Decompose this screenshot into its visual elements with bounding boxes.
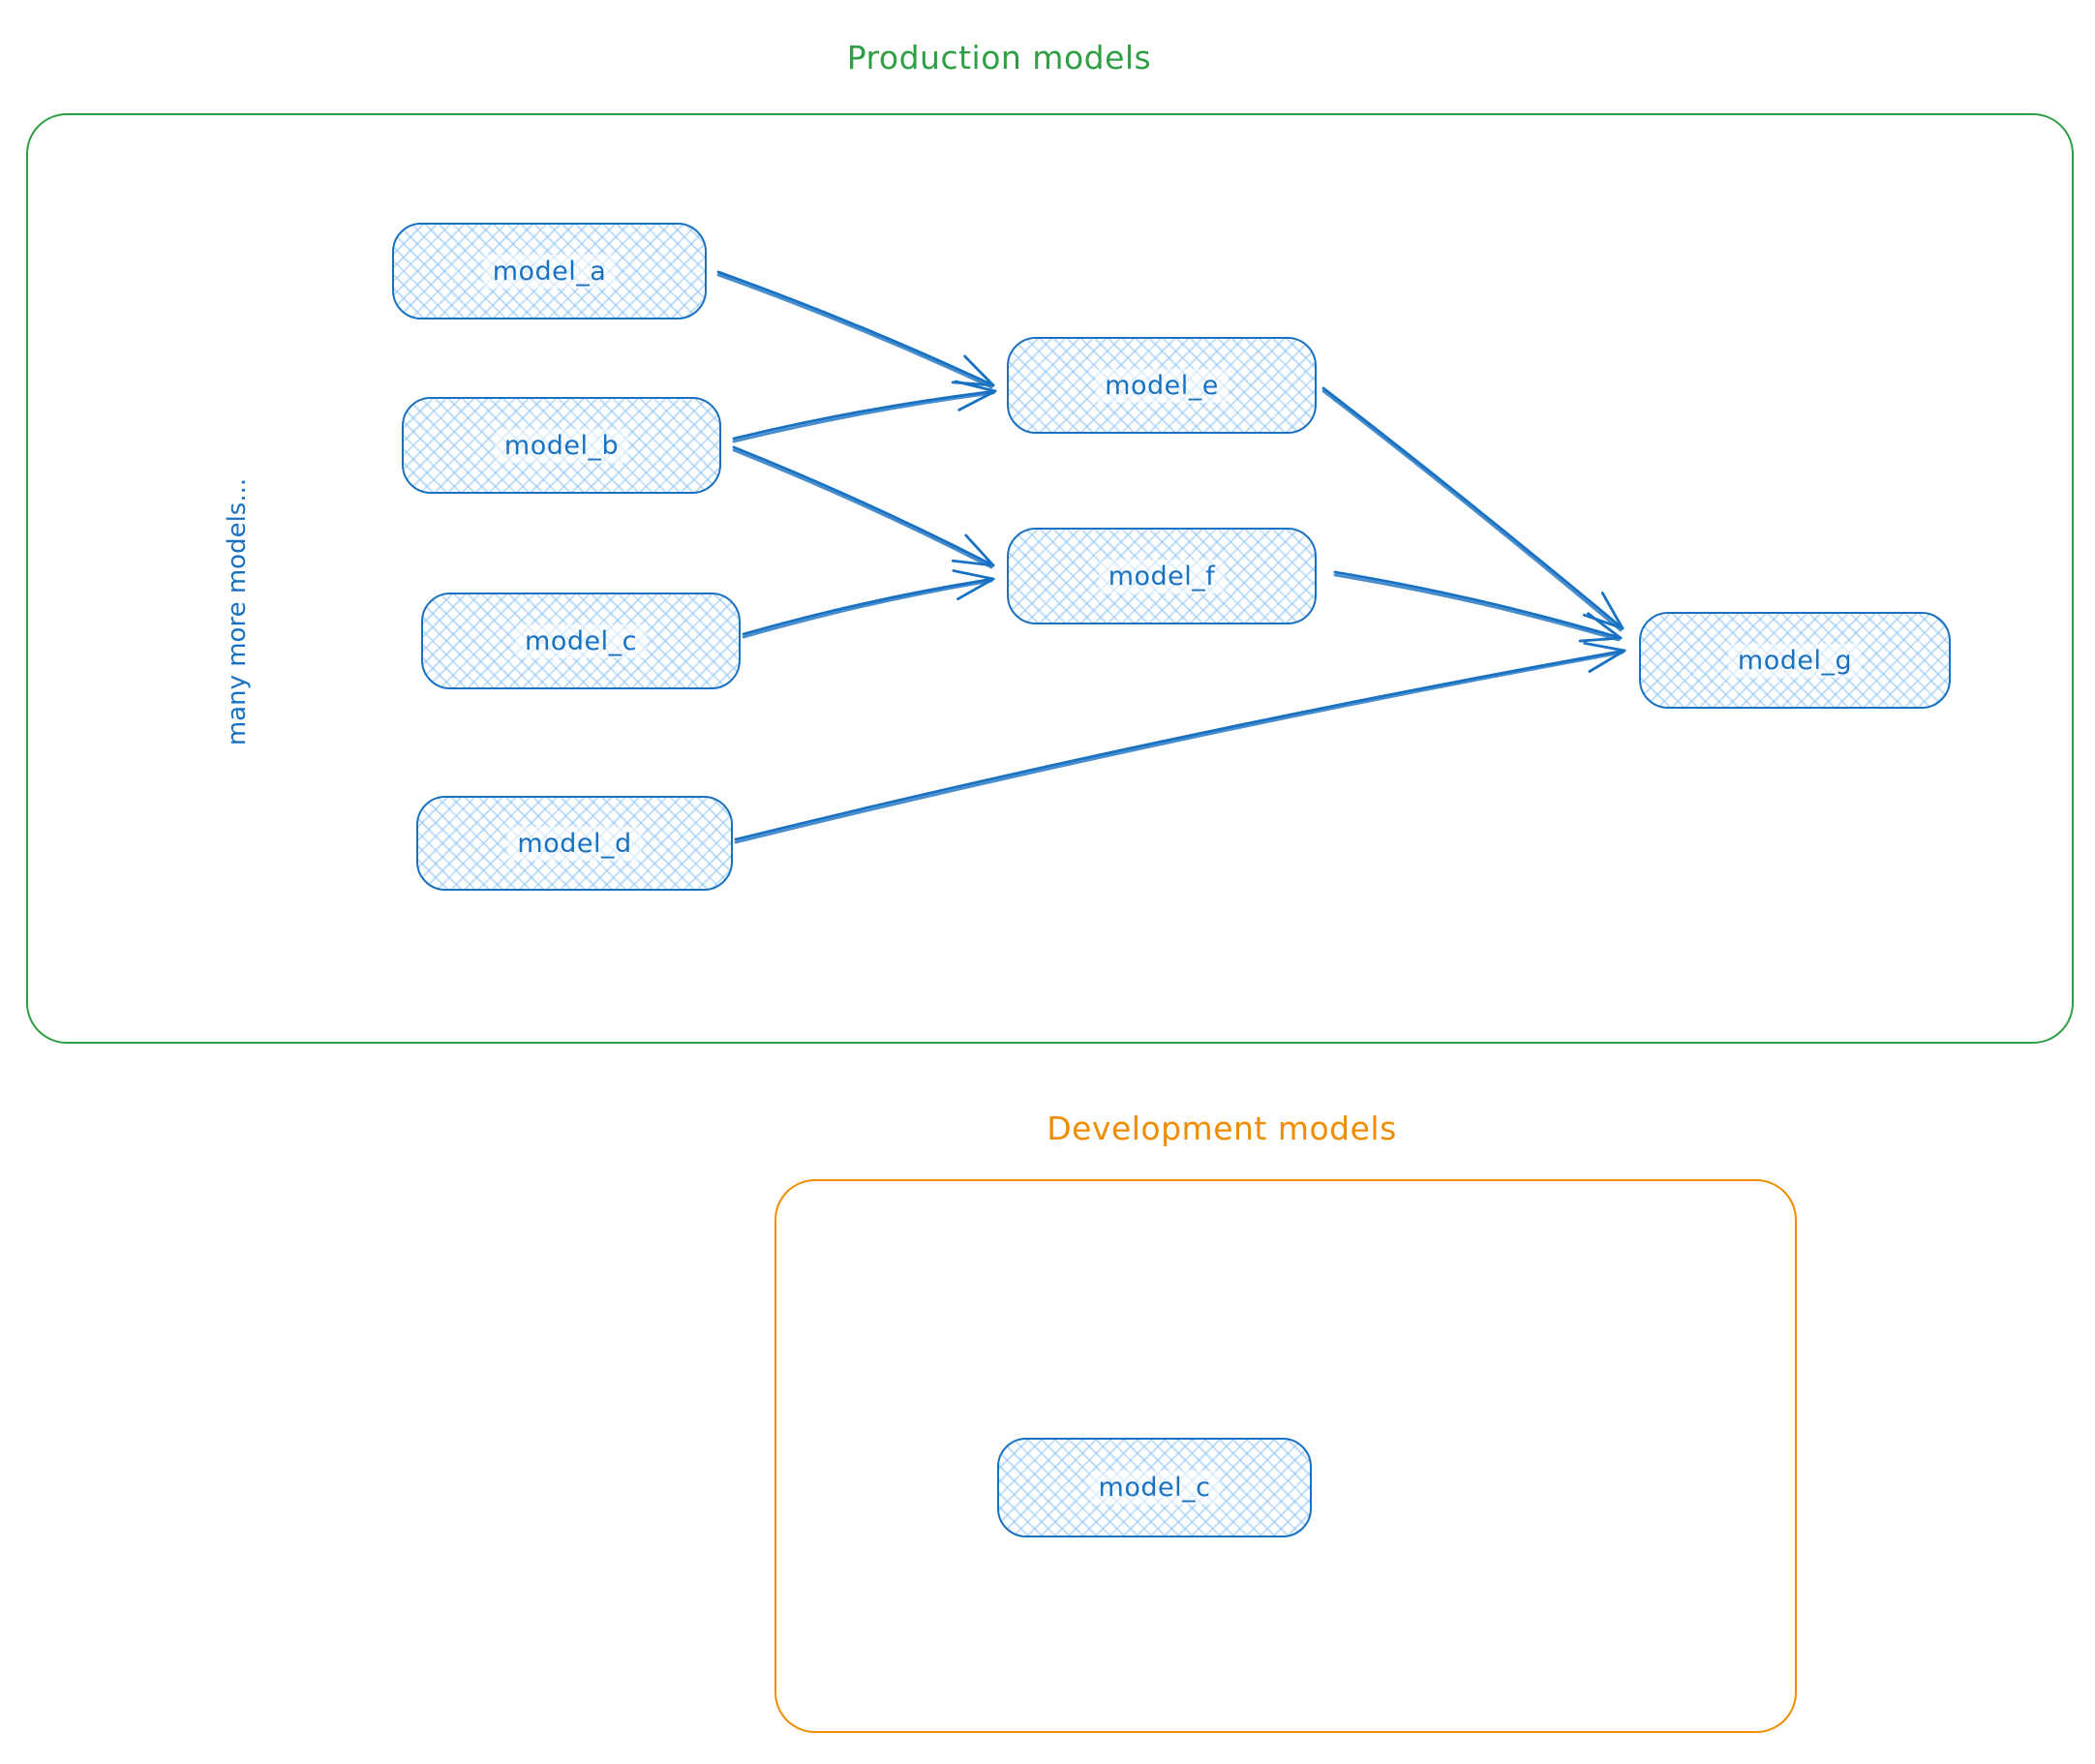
node-model-f[interactable]: model_f [1007, 528, 1317, 624]
node-model-c-dev-label: model_c [1088, 1471, 1221, 1505]
node-model-c-dev[interactable]: model_c [997, 1438, 1312, 1537]
node-model-a-label: model_a [482, 254, 617, 289]
development-group-title[interactable]: Development models [1047, 1110, 1397, 1147]
node-model-g[interactable]: model_g [1639, 612, 1951, 709]
arrow-model_b-to-model_e[interactable] [732, 380, 997, 443]
arrow-model_c-to-model_f[interactable] [742, 569, 995, 639]
node-model-d[interactable]: model_d [416, 796, 733, 891]
arrow-model_d-to-model_g[interactable] [734, 641, 1626, 844]
node-model-f-label: model_f [1098, 559, 1226, 593]
arrow-model_f-to-model_g[interactable] [1333, 570, 1623, 643]
production-group-container[interactable] [26, 113, 2074, 1044]
node-model-e[interactable]: model_e [1007, 337, 1317, 434]
arrow-model_e-to-model_g[interactable] [1321, 386, 1624, 632]
node-model-e-label: model_e [1095, 368, 1229, 403]
arrow-model_a-to-model_e[interactable] [716, 270, 995, 389]
arrow-model_b-to-model_f[interactable] [732, 445, 995, 569]
node-model-a[interactable]: model_a [392, 223, 707, 319]
node-model-d-label: model_d [507, 826, 642, 861]
node-model-c[interactable]: model_c [421, 593, 741, 689]
node-model-b[interactable]: model_b [402, 397, 721, 494]
production-group-title[interactable]: Production models [846, 39, 1152, 76]
development-group-container[interactable] [774, 1179, 1797, 1733]
node-model-b-label: model_b [494, 428, 629, 463]
node-model-g-label: model_g [1727, 643, 1863, 678]
node-model-c-label: model_c [515, 623, 647, 658]
many-more-models-note[interactable]: many more models... [223, 477, 252, 746]
